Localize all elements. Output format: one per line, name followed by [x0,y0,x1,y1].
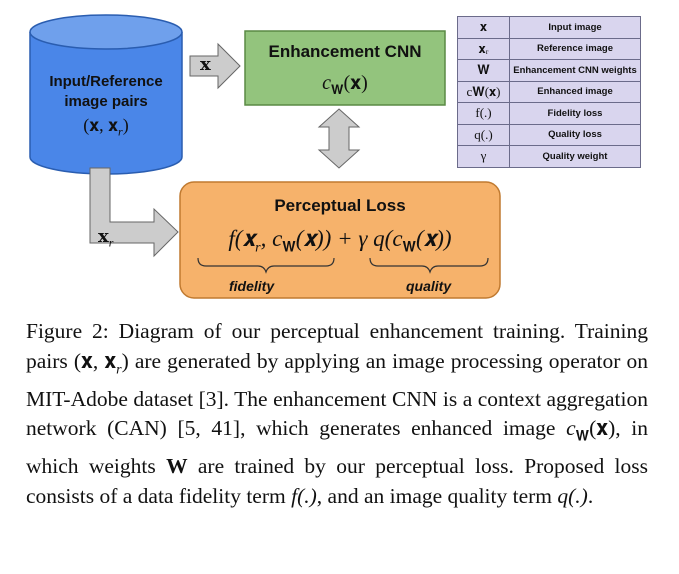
caption-math-enhanced: c𝐖(𝐱) [566,416,616,444]
legend-description: Fidelity loss [509,102,641,125]
cylinder-title-line2: image pairs [64,93,148,110]
enh-formula-rest: (𝐱) [343,72,368,94]
cylinder-formula-main: (𝐱, 𝐱 [83,115,119,135]
arrow-x-to-cnn [189,42,241,90]
pl-formula-sub1: r [255,240,261,256]
enhancement-cnn-title: Enhancement CNN [268,42,422,61]
caption-text-1: Figure 2: Diagram of our perceptual enha… [26,319,648,373]
arrow-xr-to-loss [89,167,179,258]
legend-description: Reference image [509,37,641,60]
legend-description: Quality weight [509,145,641,168]
legend-row: q(.)Quality loss [457,123,641,146]
legend-symbol: 𝐱 [457,16,510,39]
perceptual-loss-box [179,181,501,299]
caption-text-3: , in which weights [26,416,648,479]
caption-math-enhanced-c: c [566,416,576,441]
caption-math-enhanced-end: (𝐱) [589,416,616,441]
cylinder-label: Input/Reference image pairs [30,72,182,112]
cylinder-formula-sub: r [118,124,123,139]
quality-brace [369,257,489,274]
diagram [29,14,501,299]
legend-symbol: 𝐖 [457,59,510,82]
cylinder-formula-end: ) [122,115,129,135]
fidelity-brace [197,257,335,274]
legend-symbol: 𝐱ᵣ [457,37,510,60]
caption-math-weights: W [166,454,188,479]
caption-text-6: . [587,484,594,509]
caption-text-4: are trained by our perceptual loss. Prop… [26,454,648,509]
perceptual-loss-title: Perceptual Loss [274,196,406,215]
caption-math-pair-sub: r [116,362,122,377]
enhancement-cnn-box [244,30,446,106]
caption-math-enhanced-sub: 𝐖 [575,429,590,445]
pl-formula-part4: (𝐱)) [415,226,452,251]
legend-description: Quality loss [509,123,641,146]
perceptual-loss-formula: f(𝐱r, c𝐖(𝐱)) + γ q(c𝐖(𝐱)) [180,226,500,257]
enhancement-cnn-formula: c𝐖(𝐱) [245,72,445,98]
caption-math-pair: (𝐱, 𝐱r) [73,348,129,377]
enh-formula-sub: 𝐖 [331,82,344,97]
caption-math-fidelity: f(.) [291,484,317,509]
caption-text-2: are generated by applying an image proce… [26,348,648,441]
legend-description: Input image [509,16,641,39]
arrow-xr-label: 𝐱r [98,226,113,251]
pl-formula-part1: f(𝐱 [228,226,256,251]
enh-formula-c: c [322,72,332,94]
quality-label: quality [406,278,452,294]
arrow-x-label: 𝐱 [200,54,211,74]
caption-text-5: , and an image quality term [316,484,558,509]
pl-formula-part3: (𝐱)) + γ q(c [295,226,403,251]
legend-symbol: f(.) [457,102,510,125]
caption-math-pair-main: (𝐱, 𝐱 [73,348,117,373]
legend-row: c𝐖(𝐱)Enhanced image [457,80,641,103]
dataset-cylinder [29,14,183,175]
cylinder-formula: (𝐱, 𝐱r) [30,115,182,142]
arrow-xr-label-sub: r [108,235,114,250]
pl-formula-part2: , c [260,226,283,251]
double-arrow [317,108,361,169]
legend-symbol: c𝐖(𝐱) [457,80,510,103]
caption-math-pair-end: ) [121,348,129,373]
fidelity-label: fidelity [229,278,275,294]
legend-description: Enhancement CNN weights [509,59,641,82]
cylinder-title-line1: Input/Reference [49,73,163,90]
arrow-xr-label-main: 𝐱 [98,226,109,246]
legend-symbol: q(.) [457,123,510,146]
pl-formula-sub2: 𝐖 [282,240,296,256]
legend-description: Enhanced image [509,80,641,103]
pl-formula-sub3: 𝐖 [402,240,416,256]
legend-symbol: γ [457,145,510,168]
legend-row: f(.)Fidelity loss [457,102,641,125]
figure-caption: Figure 2: Diagram of our perceptual enha… [26,317,648,512]
caption-math-quality: q(.) [557,484,588,509]
